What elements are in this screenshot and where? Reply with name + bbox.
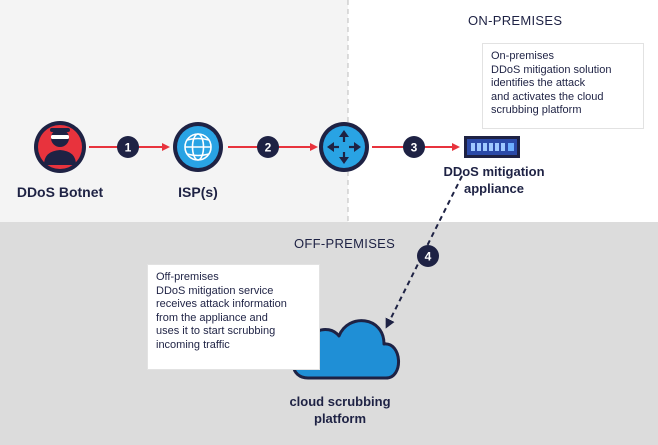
svg-text:1: 1 (125, 141, 132, 155)
cloud-label-line2: platform (314, 411, 366, 426)
off-premises-note-line: incoming traffic (156, 338, 230, 351)
botnet-label: DDoS Botnet (16, 184, 104, 200)
on-premises-note-line: DDoS mitigation solution (491, 63, 612, 76)
isp-label: ISP(s) (178, 184, 218, 200)
off-premises-note-line: Off-premises (156, 271, 219, 283)
zone-label-on-premises: ON-PREMISES (468, 13, 563, 28)
svg-text:2: 2 (265, 141, 272, 155)
router-icon (319, 122, 369, 172)
step-badge-4: 4 (417, 245, 439, 267)
off-premises-note-line: receives attack information (156, 298, 287, 310)
off-premises-note-line: uses it to start scrubbing (156, 325, 276, 337)
off-premises-note-line: DDoS mitigation service (156, 284, 274, 297)
zone-label-off-premises: OFF-PREMISES (294, 236, 396, 251)
svg-text:4: 4 (425, 250, 432, 264)
cloud-label: cloud scrubbing platform (270, 393, 410, 427)
on-premises-note-line: On-premises (491, 50, 554, 62)
appliance-icon (464, 136, 520, 158)
appliance-label: DDoS mitigation appliance (424, 163, 564, 197)
on-premises-note-line: and activates the cloud (491, 90, 604, 103)
off-premises-note-line: from the appliance and (156, 311, 268, 324)
appliance-label-line1: DDoS mitigation (443, 164, 545, 179)
step-badge-3: 3 (403, 136, 425, 158)
cloud-label-line1: cloud scrubbing (289, 394, 391, 409)
step-badge-1: 1 (117, 136, 139, 158)
on-premises-note: On-premises DDoS mitigation solution ide… (482, 43, 644, 129)
on-premises-note-line: scrubbing platform (491, 104, 582, 116)
globe-icon (173, 122, 223, 172)
svg-text:3: 3 (411, 141, 418, 155)
appliance-label-line2: appliance (464, 181, 524, 196)
off-premises-note: Off-premises DDoS mitigation service rec… (147, 264, 320, 370)
on-premises-note-line: identifies the attack (491, 77, 586, 89)
hacker-icon (34, 121, 86, 173)
step-badge-2: 2 (257, 136, 279, 158)
